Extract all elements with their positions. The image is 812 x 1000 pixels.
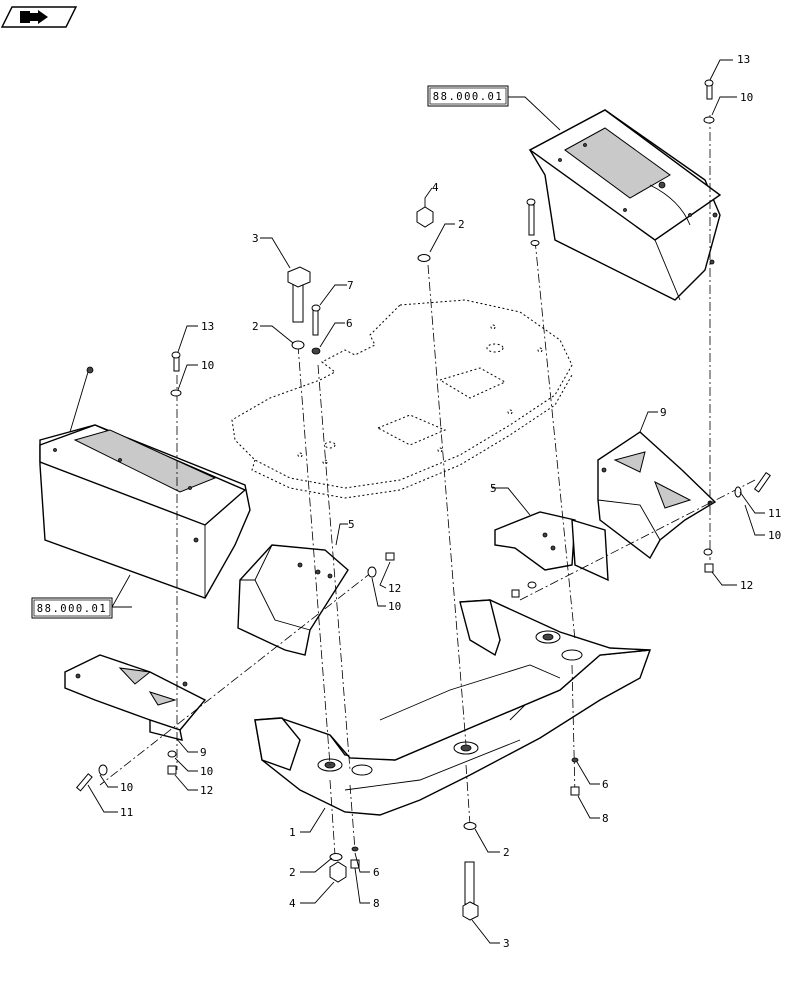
hardware	[75, 79, 771, 921]
reference-box-left[interactable]: 88.000.01	[31, 597, 113, 619]
callout-10-left-side: 10	[120, 781, 133, 794]
axle-bracket	[254, 599, 652, 816]
callout-5-left: 5	[348, 518, 355, 531]
callout-3-bottom: 3	[503, 937, 510, 950]
callout-11-right: 11	[768, 507, 781, 520]
callout-10-right-bottom: 10	[768, 529, 781, 542]
callout-13-left: 13	[201, 320, 214, 333]
callout-10-right-top: 10	[740, 91, 753, 104]
callout-2-left: 2	[252, 320, 259, 333]
battery-box-right	[528, 109, 722, 301]
callout-6-right: 6	[602, 778, 609, 791]
callout-8-right: 8	[602, 812, 609, 825]
callout-1: 1	[289, 826, 296, 839]
bracket-plate-right	[597, 431, 717, 560]
callout-12-left: 12	[200, 784, 213, 797]
callout-7: 7	[347, 279, 354, 292]
callout-3-top: 3	[252, 232, 259, 245]
bracket-plate-left	[64, 654, 207, 741]
mount-bracket-left	[237, 544, 349, 656]
callout-10-left-bottom: 10	[200, 765, 213, 778]
battery-box-left	[39, 366, 251, 599]
reference-label-top-right: 88.000.01	[433, 91, 503, 103]
callout-4-top: 4	[432, 181, 439, 194]
reference-label-left: 88.000.01	[37, 603, 107, 615]
mount-bracket-right	[494, 511, 609, 582]
callout-10-left-top: 10	[201, 359, 214, 372]
callout-5-right: 5	[490, 482, 497, 495]
callout-6-top: 6	[346, 317, 353, 330]
page-forward-icon[interactable]	[0, 6, 78, 28]
callout-9-right: 9	[660, 406, 667, 419]
callout-6-bottom: 6	[373, 866, 380, 879]
callout-12-center: 12	[388, 582, 401, 595]
callout-8-bottom: 8	[373, 897, 380, 910]
reference-box-top-right[interactable]: 88.000.01	[427, 85, 509, 107]
callout-2-bottom-right: 2	[503, 846, 510, 859]
callout-labels: 13 10 4 2 3 7 2 6 13 10 9 5 5 11 10 12 1…	[120, 53, 781, 950]
platform-plate	[231, 299, 573, 499]
callout-12-right: 12	[740, 579, 753, 592]
callout-2-top: 2	[458, 218, 465, 231]
callout-13-right: 13	[737, 53, 750, 66]
callout-4-bottom: 4	[289, 897, 296, 910]
callout-2-bottom-left: 2	[289, 866, 296, 879]
callout-9-left: 9	[200, 746, 207, 759]
callout-10-center: 10	[388, 600, 401, 613]
alignment-lines	[99, 115, 756, 856]
callout-11-left: 11	[120, 806, 133, 819]
